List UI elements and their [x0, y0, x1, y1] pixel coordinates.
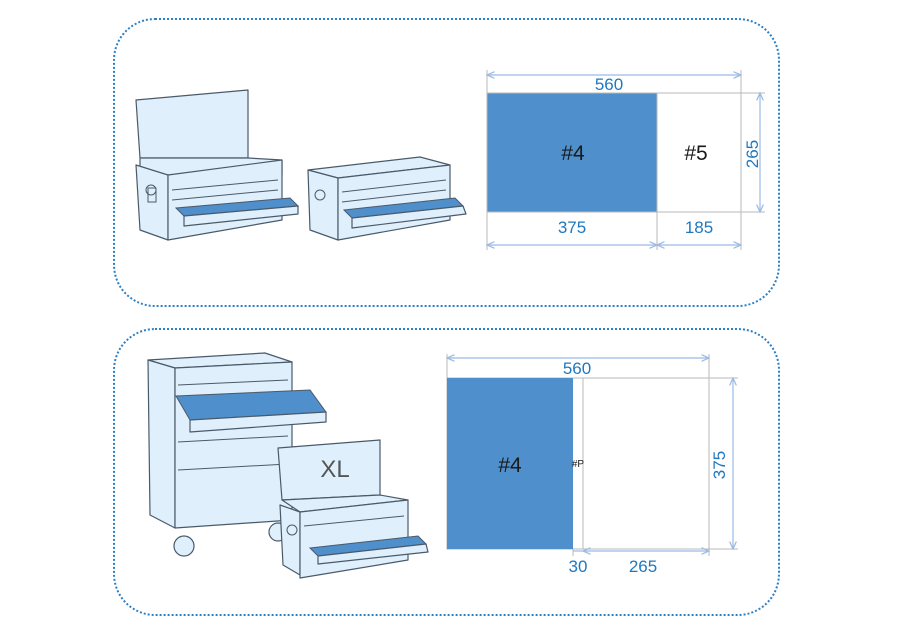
tool-chest-xl-illustration: XL	[277, 439, 429, 579]
bottom-compartment-4-label: #4	[498, 454, 522, 477]
tool-cabinet-illustration	[147, 352, 327, 557]
top-height-label: 265	[743, 140, 762, 168]
bottom-height-label: 375	[710, 451, 729, 479]
top-right-width-label: 185	[685, 218, 713, 237]
bottom-right-width-label: 265	[629, 557, 657, 576]
top-panel	[113, 18, 780, 307]
top-total-width-label: 560	[595, 75, 623, 94]
top-compartment-5-label: #5	[684, 142, 707, 165]
top-left-width-label: 375	[558, 218, 586, 237]
bottom-gap-width-label: 30	[569, 557, 588, 576]
bottom-compartment-4	[447, 378, 573, 549]
tool-chest-open-lid-illustration	[135, 89, 300, 241]
bottom-total-width-label: 560	[563, 359, 591, 378]
partition-label: #P	[572, 459, 585, 470]
top-compartment-4-label: #4	[561, 142, 585, 165]
xl-label: XL	[320, 456, 349, 483]
top-drawer-layout: #4 #5 560 265 375 185	[487, 70, 765, 250]
tool-chest-closed-illustration	[307, 156, 467, 241]
top-compartment-4	[487, 93, 657, 212]
bottom-panel	[113, 328, 780, 616]
bottom-drawer-layout: #4 #P 560 375 30 265	[447, 354, 738, 576]
